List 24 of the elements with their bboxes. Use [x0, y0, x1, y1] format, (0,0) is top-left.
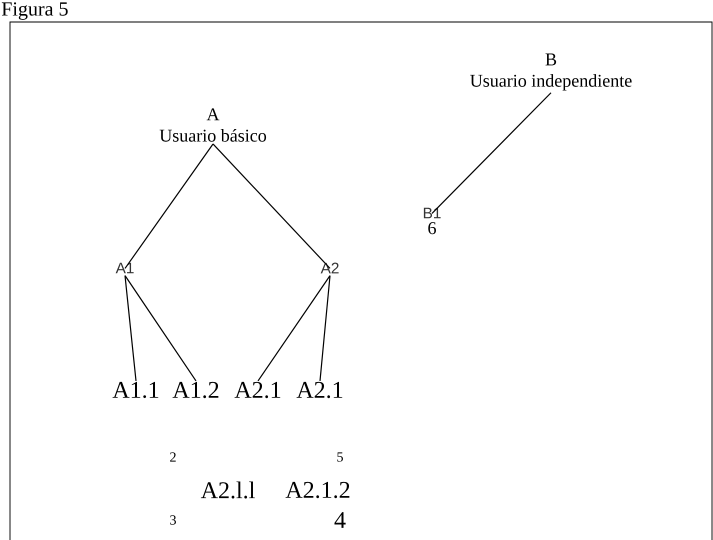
branch-line	[124, 275, 137, 382]
tree-node-label: A2	[320, 262, 339, 274]
tree-node-label: A1.1	[112, 382, 158, 398]
branch-line	[212, 144, 330, 269]
tree-node-label: A1	[116, 262, 134, 274]
branch-line	[258, 275, 330, 382]
tree-node-heading: B Usuario independiente	[470, 54, 632, 90]
number-label: 5	[337, 452, 343, 462]
tree-node-label: B1	[424, 208, 441, 218]
number-label: A2.l.l	[200, 482, 255, 498]
tree-node-label: A1.2	[172, 382, 218, 398]
number-label: 2	[170, 452, 176, 462]
tree-node-label: A2.1	[234, 382, 280, 398]
tree-node-label: A2.1	[296, 382, 342, 398]
number-label: 3	[170, 515, 176, 525]
branch-line	[124, 144, 214, 269]
branch-line	[124, 275, 196, 382]
node-note: 6	[428, 222, 436, 234]
number-label: 4	[334, 512, 346, 528]
branch-line	[432, 92, 552, 214]
branch-line	[319, 276, 331, 382]
tree-node-heading: A Usuario básico	[160, 108, 266, 142]
number-label: A2.1.2	[286, 482, 350, 498]
figure-title: Figura 5	[2, 2, 68, 20]
